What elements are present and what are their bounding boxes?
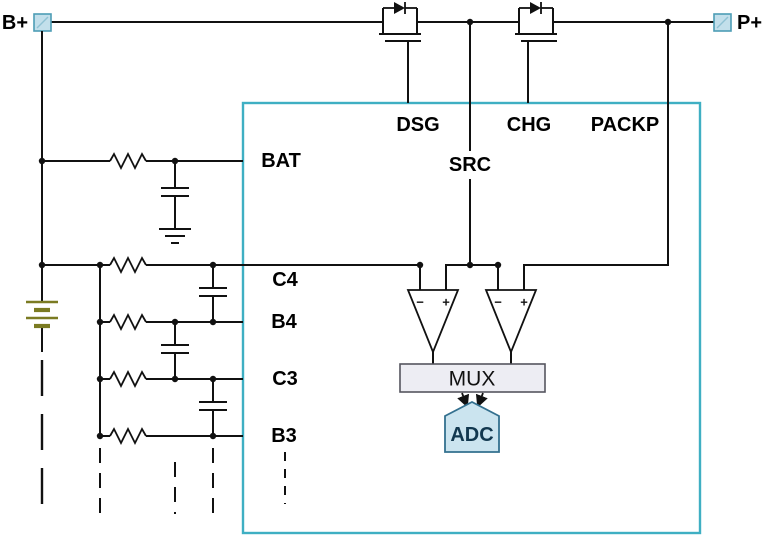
mux-label: MUX [449, 368, 496, 391]
ground-symbol-icon [159, 228, 191, 244]
continuation-dashes [99, 448, 286, 514]
p-plus-label: P+ [737, 12, 762, 34]
b3-resistor [109, 426, 147, 446]
adc-label: ADC [450, 424, 493, 446]
pin-label-b4: B4 [271, 311, 297, 333]
src-label-background [445, 151, 495, 179]
cell-filter-network [42, 151, 420, 446]
c4-resistor [109, 255, 147, 275]
comparator-1 [406, 289, 460, 364]
battery-cell-symbol [26, 300, 58, 329]
chg-body-diode-icon [530, 2, 541, 14]
mux-block [399, 363, 546, 393]
bat-resistor [109, 151, 147, 171]
dsg-body-diode-icon [394, 2, 405, 14]
comparator-1-minus-sign: − [416, 295, 424, 310]
pin-label-chg: CHG [507, 114, 551, 136]
pin-label-c4: C4 [272, 269, 298, 291]
labels: B+ P+ DSG CHG PACKP SRC BAT C4 B4 C3 B3 … [2, 12, 762, 447]
pin-label-bat: BAT [261, 150, 301, 172]
b-plus-label: B+ [2, 12, 28, 34]
pin-label-b3: B3 [271, 425, 297, 447]
chg-mosfet-symbol [515, 2, 557, 103]
pin-label-src: SRC [449, 154, 491, 176]
battery-positive-terminal [33, 13, 52, 32]
b4-resistor [109, 312, 147, 332]
c3-resistor [109, 369, 147, 389]
junction-dots [38, 18, 672, 440]
dsg-mosfet-symbol [379, 2, 421, 103]
comparator-2 [484, 289, 538, 364]
comparator-2-minus-sign: − [494, 295, 502, 310]
pin-label-dsg: DSG [396, 114, 439, 136]
adc-block [444, 400, 500, 453]
comparator-1-plus-sign: + [442, 295, 450, 310]
pack-positive-terminal [713, 13, 732, 32]
pin-label-c3: C3 [272, 368, 298, 390]
pin-label-packp: PACKP [591, 114, 660, 136]
mux-to-adc-arrows [457, 392, 488, 408]
comparator-2-plus-sign: + [520, 295, 528, 310]
